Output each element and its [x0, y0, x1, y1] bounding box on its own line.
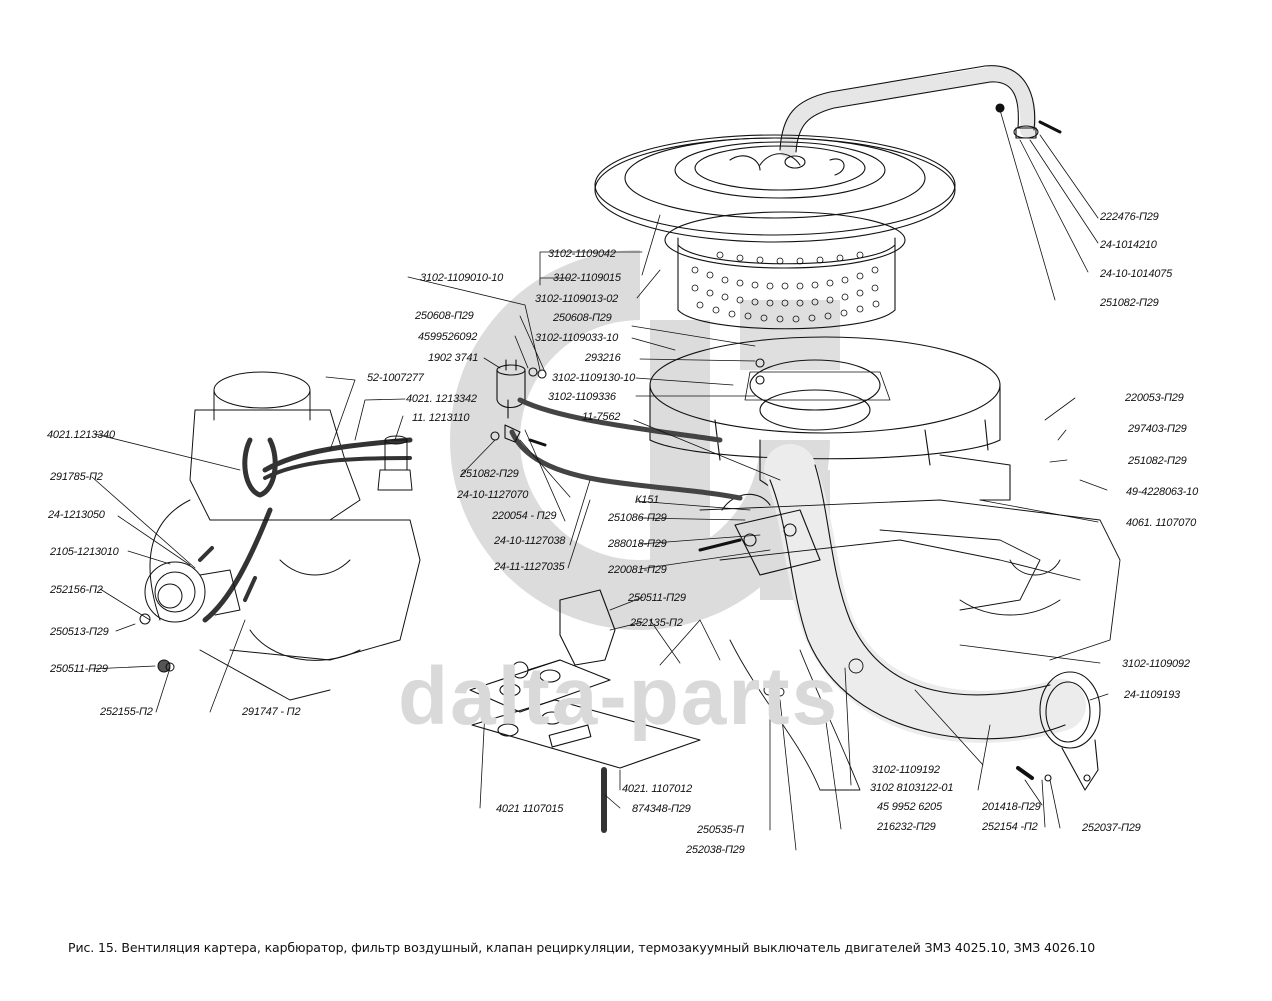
thermo-vacuum-switch-drawing: [490, 359, 743, 501]
part-label: 250608-П29: [415, 310, 474, 322]
part-label: 250535-П: [697, 824, 744, 836]
part-label: 3102-1109033-10: [535, 332, 619, 344]
part-label: 252156-П2: [50, 584, 103, 596]
part-label: 11-7562: [582, 411, 621, 423]
part-label: 252038-П29: [686, 844, 745, 856]
part-label: 220054 - П29: [492, 510, 557, 522]
part-label: 222476-П29: [1100, 211, 1159, 223]
part-label: 3102-1109092: [1122, 658, 1190, 670]
part-label: 3102-1109042: [548, 248, 616, 260]
part-label: 3102-1109130-10: [552, 372, 636, 384]
filter-perforation-pattern: [691, 251, 880, 323]
part-label: 3102-1109015: [553, 272, 621, 284]
part-label: 3102-1109010-10: [420, 272, 504, 284]
part-label: 52-1007277: [367, 372, 424, 384]
part-label: 251082-П29: [1128, 455, 1187, 467]
part-label: 297403-П29: [1128, 423, 1187, 435]
part-label: 251082-П29: [460, 468, 519, 480]
part-label: 3102-1109192: [872, 764, 940, 776]
part-label: 250513-П29: [50, 626, 109, 638]
part-label: 291747 - П2: [242, 706, 301, 718]
part-label: 4021.1213340: [47, 429, 115, 441]
watermark-logo-icon: [450, 250, 840, 630]
part-label: 288018-П29: [608, 538, 667, 550]
part-label: 291785-П2: [50, 471, 103, 483]
part-label: 874348-П29: [632, 803, 691, 815]
gasket-plates-drawing: [469, 659, 701, 833]
part-label: 4021. 1107012: [622, 783, 692, 795]
part-label: 1902 3741: [428, 352, 479, 364]
part-label: 251086-П29: [608, 512, 667, 524]
part-label: 251082-П29: [1100, 297, 1159, 309]
part-label: 250511-П29: [628, 592, 686, 604]
part-label: 24-10-1127070: [457, 489, 529, 501]
part-label: 250511-П29: [50, 663, 108, 675]
part-label: 216232-П29: [877, 821, 936, 833]
part-label: К151: [635, 494, 660, 506]
part-label: 24-10-1014075: [1100, 268, 1173, 280]
air-filter-cover-drawing: [594, 134, 956, 243]
part-label: 3102 8103122-01: [870, 782, 954, 794]
part-label: 252037-П29: [1082, 822, 1141, 834]
part-label: 24-10-1127038: [494, 535, 566, 547]
carburetor-drawing: [139, 371, 421, 701]
figure-caption: Рис. 15. Вентиляция картера, карбюратор,…: [68, 940, 1096, 955]
part-label: 3102-1109336: [548, 391, 616, 403]
part-label: 11. 1213110: [412, 412, 470, 424]
part-label: 3102-1109013-02: [535, 293, 619, 305]
intake-manifold-drawing: [699, 499, 1121, 791]
part-label: 24-11-1127035: [494, 561, 565, 573]
part-label: 4599526092: [418, 331, 478, 343]
part-label: 250608-П29: [553, 312, 612, 324]
watermark-text: dalta-parts: [398, 651, 840, 742]
leader-lines: [89, 109, 1109, 851]
part-label: 2105-1213010: [50, 546, 119, 558]
small-valve-drawing: [511, 589, 616, 679]
part-label: 24-1109193: [1124, 689, 1180, 701]
air-filter-housing-drawing: [649, 336, 1011, 501]
part-label: 220053-П29: [1125, 392, 1184, 404]
part-label: 201418-П29: [982, 801, 1041, 813]
recirculation-valve-drawing: [698, 493, 821, 576]
part-label: 24-1213050: [48, 509, 105, 521]
part-label: 252135-П2: [630, 617, 683, 629]
part-label: 4061. 1107070: [1126, 517, 1196, 529]
part-label: 252155-П2: [100, 706, 153, 718]
filter-element-drawing: [664, 211, 906, 330]
part-label: 4021. 1213342: [406, 393, 477, 405]
part-label: 220081-П29: [608, 564, 667, 576]
part-label: 49-4228063-10: [1126, 486, 1199, 498]
part-label: 293216: [585, 352, 621, 364]
part-label: 45 9952 6205: [877, 801, 942, 813]
part-label: 4021 1107015: [496, 803, 564, 815]
breather-hose-drawing: [779, 65, 1062, 158]
part-label: 24-1014210: [1100, 239, 1157, 251]
intake-hose-drawing: [764, 444, 1101, 791]
part-label: 252154 -П2: [982, 821, 1038, 833]
